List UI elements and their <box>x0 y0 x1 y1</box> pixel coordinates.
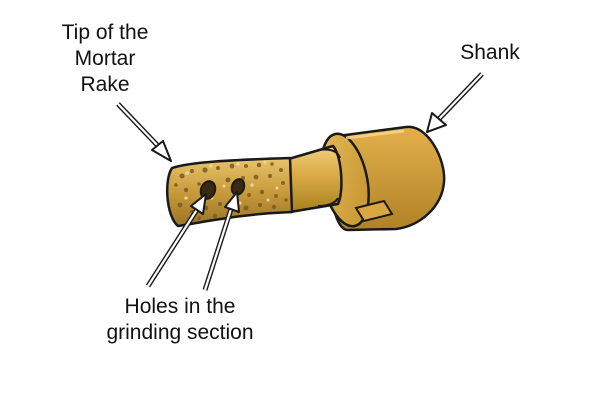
arrows <box>116 72 484 291</box>
tip-label: Tip of the Mortar Rake <box>35 20 175 98</box>
shank-arrow <box>426 72 484 133</box>
holes-label-line-2: grinding section <box>106 321 254 344</box>
shaft <box>283 144 343 214</box>
holes-label: Holes in the grinding section <box>80 294 280 346</box>
hole-arrow-2 <box>202 191 240 291</box>
shaft-body <box>283 144 343 214</box>
tip-arrow <box>116 102 172 162</box>
holes-label-line-1: Holes in the <box>124 295 236 318</box>
grit-highlights <box>184 160 279 205</box>
shank-label: Shank <box>460 41 520 64</box>
tip-label-line-2: Mortar <box>74 47 136 70</box>
hole-arrow-1 <box>145 193 207 288</box>
tip-label-line-1: Tip of the <box>61 21 149 44</box>
tip-label-line-3: Rake <box>80 73 130 96</box>
